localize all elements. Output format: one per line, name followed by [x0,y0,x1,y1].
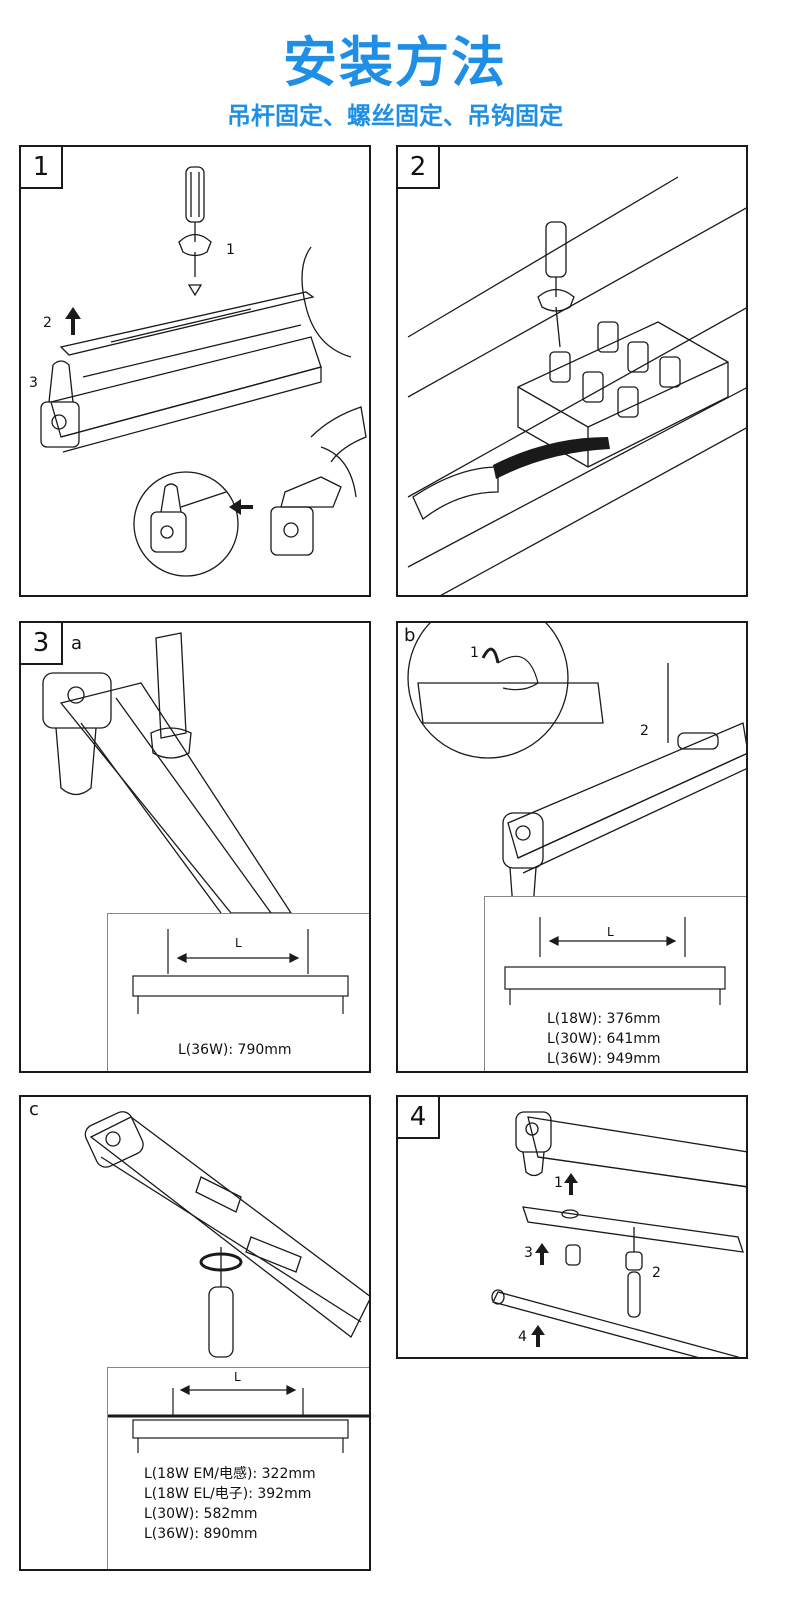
sub-step-a: a [71,633,83,654]
dimension-list: L(18W): 376mm L(30W): 641mm L(36W): 949m… [547,1009,661,1069]
dimension-diagram [504,917,726,1005]
step-2-illustration [407,176,746,595]
rotate-arrow-icon [199,1252,243,1272]
page-title: 安装方法 [283,31,507,94]
dimension-value: L(36W): 890mm [144,1526,258,1542]
callout-1: 1 [470,645,479,661]
step-3c-panel: c L L(18W EM/电感): 322mm L(18W EL/电子): 39… [19,1095,371,1571]
callout-2: 2 [640,723,649,739]
dimension-value: L(18W): 376mm [547,1011,661,1027]
dimension-value: L(18W EL/电子): 392mm [144,1486,312,1502]
dimension-value: L(30W): 582mm [144,1506,258,1522]
screwdriver-icon [178,166,212,297]
step-2-panel: 2 [396,145,748,597]
left-arrow-icon [229,499,253,515]
step-3a-panel: 3 a L L(36W): 790mm [19,621,371,1073]
callout-1: 1 [554,1175,563,1191]
step-number: 2 [398,147,440,189]
step-3c-illustration [84,1111,369,1358]
page-subtitle: 吊杆固定、螺丝固定、吊钩固定 [227,102,563,130]
step-number: 1 [21,147,63,189]
callout-3: 3 [524,1245,533,1261]
step-number: 4 [398,1097,440,1139]
step-3b-illustration [407,623,746,913]
callout-2: 2 [43,315,52,331]
up-arrow-icon [65,307,81,335]
length-label: L [235,936,242,950]
dimension-list: L(18W EM/电感): 322mm L(18W EL/电子): 392mm … [144,1464,316,1544]
sub-step-c: c [29,1099,39,1120]
dimension-value: L(30W): 641mm [547,1031,661,1047]
length-label: L [607,925,614,939]
callout-4: 4 [518,1329,527,1345]
dimension-value: L(18W EM/电感): 322mm [144,1466,316,1482]
callout-1: 1 [226,242,235,258]
up-arrow-icon [531,1173,578,1347]
step-3a-illustration [42,632,292,913]
dimension-diagram [108,1385,369,1453]
dimension-inset: L L(18W EM/电感): 322mm L(18W EL/电子): 392m… [107,1367,369,1569]
dimension-inset: L L(36W): 790mm [107,913,369,1071]
dimension-inset: L L(18W): 376mm L(30W): 641mm L(36W): 94… [484,896,746,1071]
callout-3: 3 [29,375,38,391]
dimension-value: L(36W): 790mm [178,1042,292,1058]
dimension-diagram [132,929,349,1014]
step-number: 3 [21,623,63,665]
step-4-panel: 4 1 2 3 4 [396,1095,748,1359]
step-1-illustration [40,166,367,577]
sub-step-b: b [404,625,416,646]
step-4-illustration [491,1111,746,1357]
rotate-arrow-icon [481,647,500,664]
step-3b-panel: b 1 2 L L(18W): 376mm L(30W): 641mm L(36… [396,621,748,1073]
length-label: L [234,1370,241,1384]
dimension-value: L(36W): 949mm [547,1051,661,1067]
callout-2: 2 [652,1265,661,1281]
step-1-panel: 1 1 2 3 [19,145,371,597]
hand-icon [497,655,539,691]
